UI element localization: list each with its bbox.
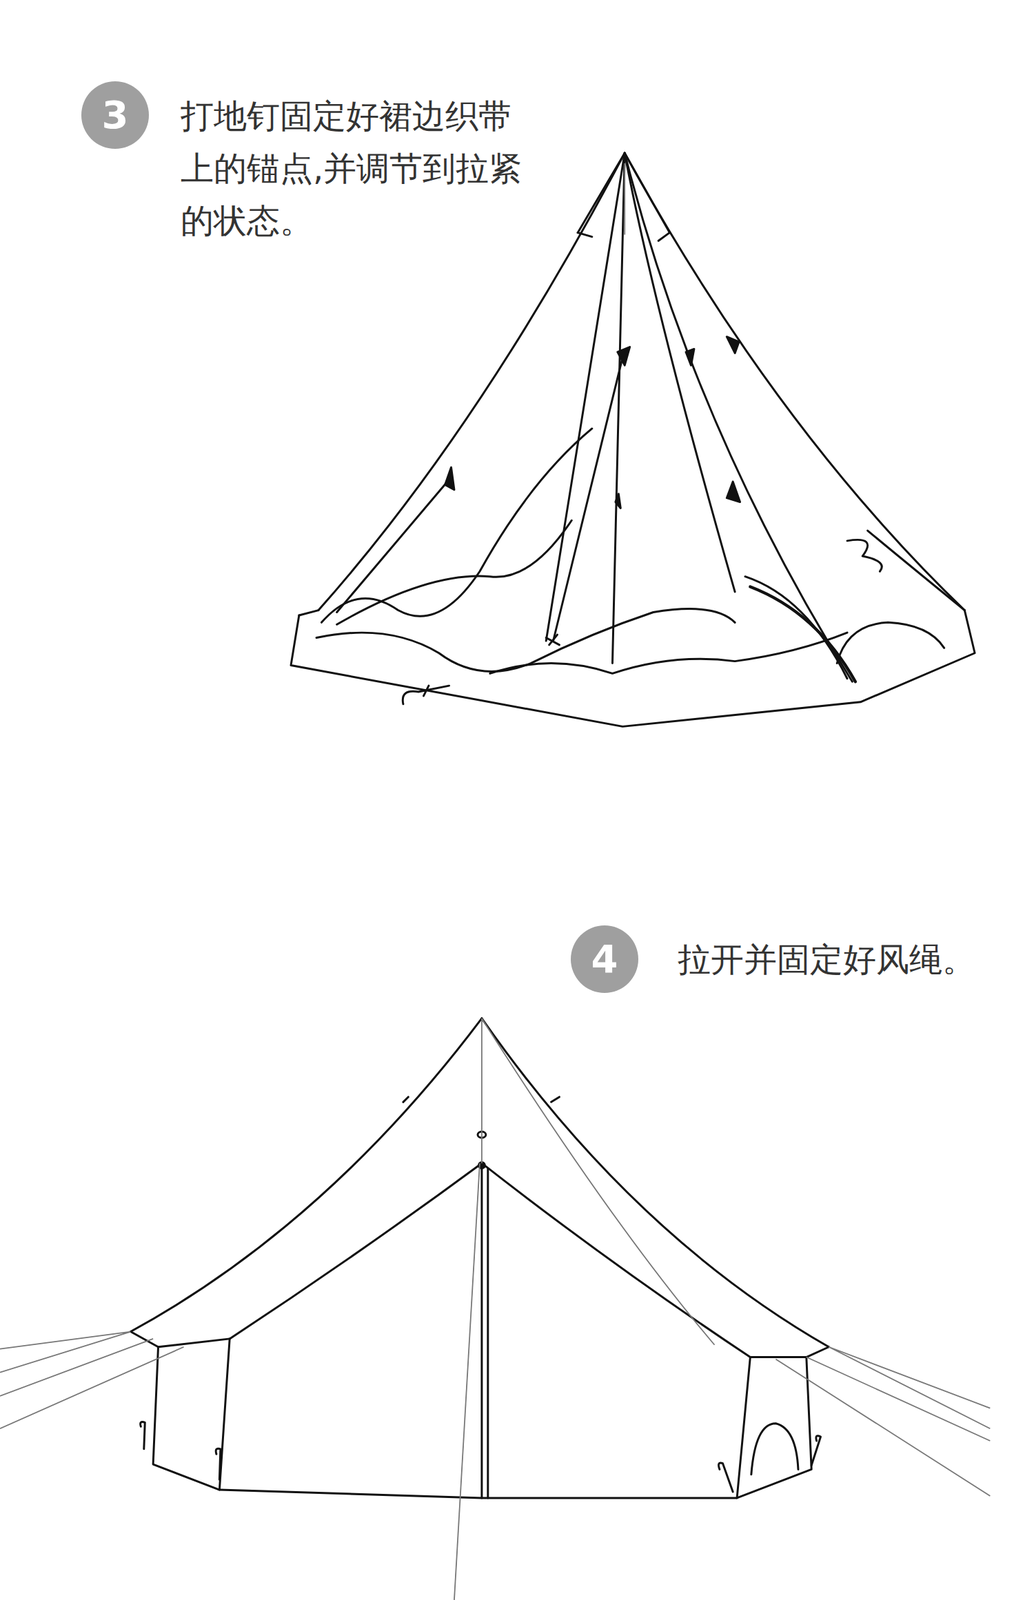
step-number: 4 — [591, 940, 619, 979]
step-number-circle: 3 — [81, 81, 149, 149]
step-number-circle: 4 — [570, 925, 639, 994]
step-instruction: 拉开并固定好风绳。 — [677, 933, 1002, 986]
step-instruction: 打地钉固定好裙边织带上的锚点,并调节到拉紧的状态。 — [180, 89, 543, 247]
step-number: 3 — [102, 95, 129, 135]
